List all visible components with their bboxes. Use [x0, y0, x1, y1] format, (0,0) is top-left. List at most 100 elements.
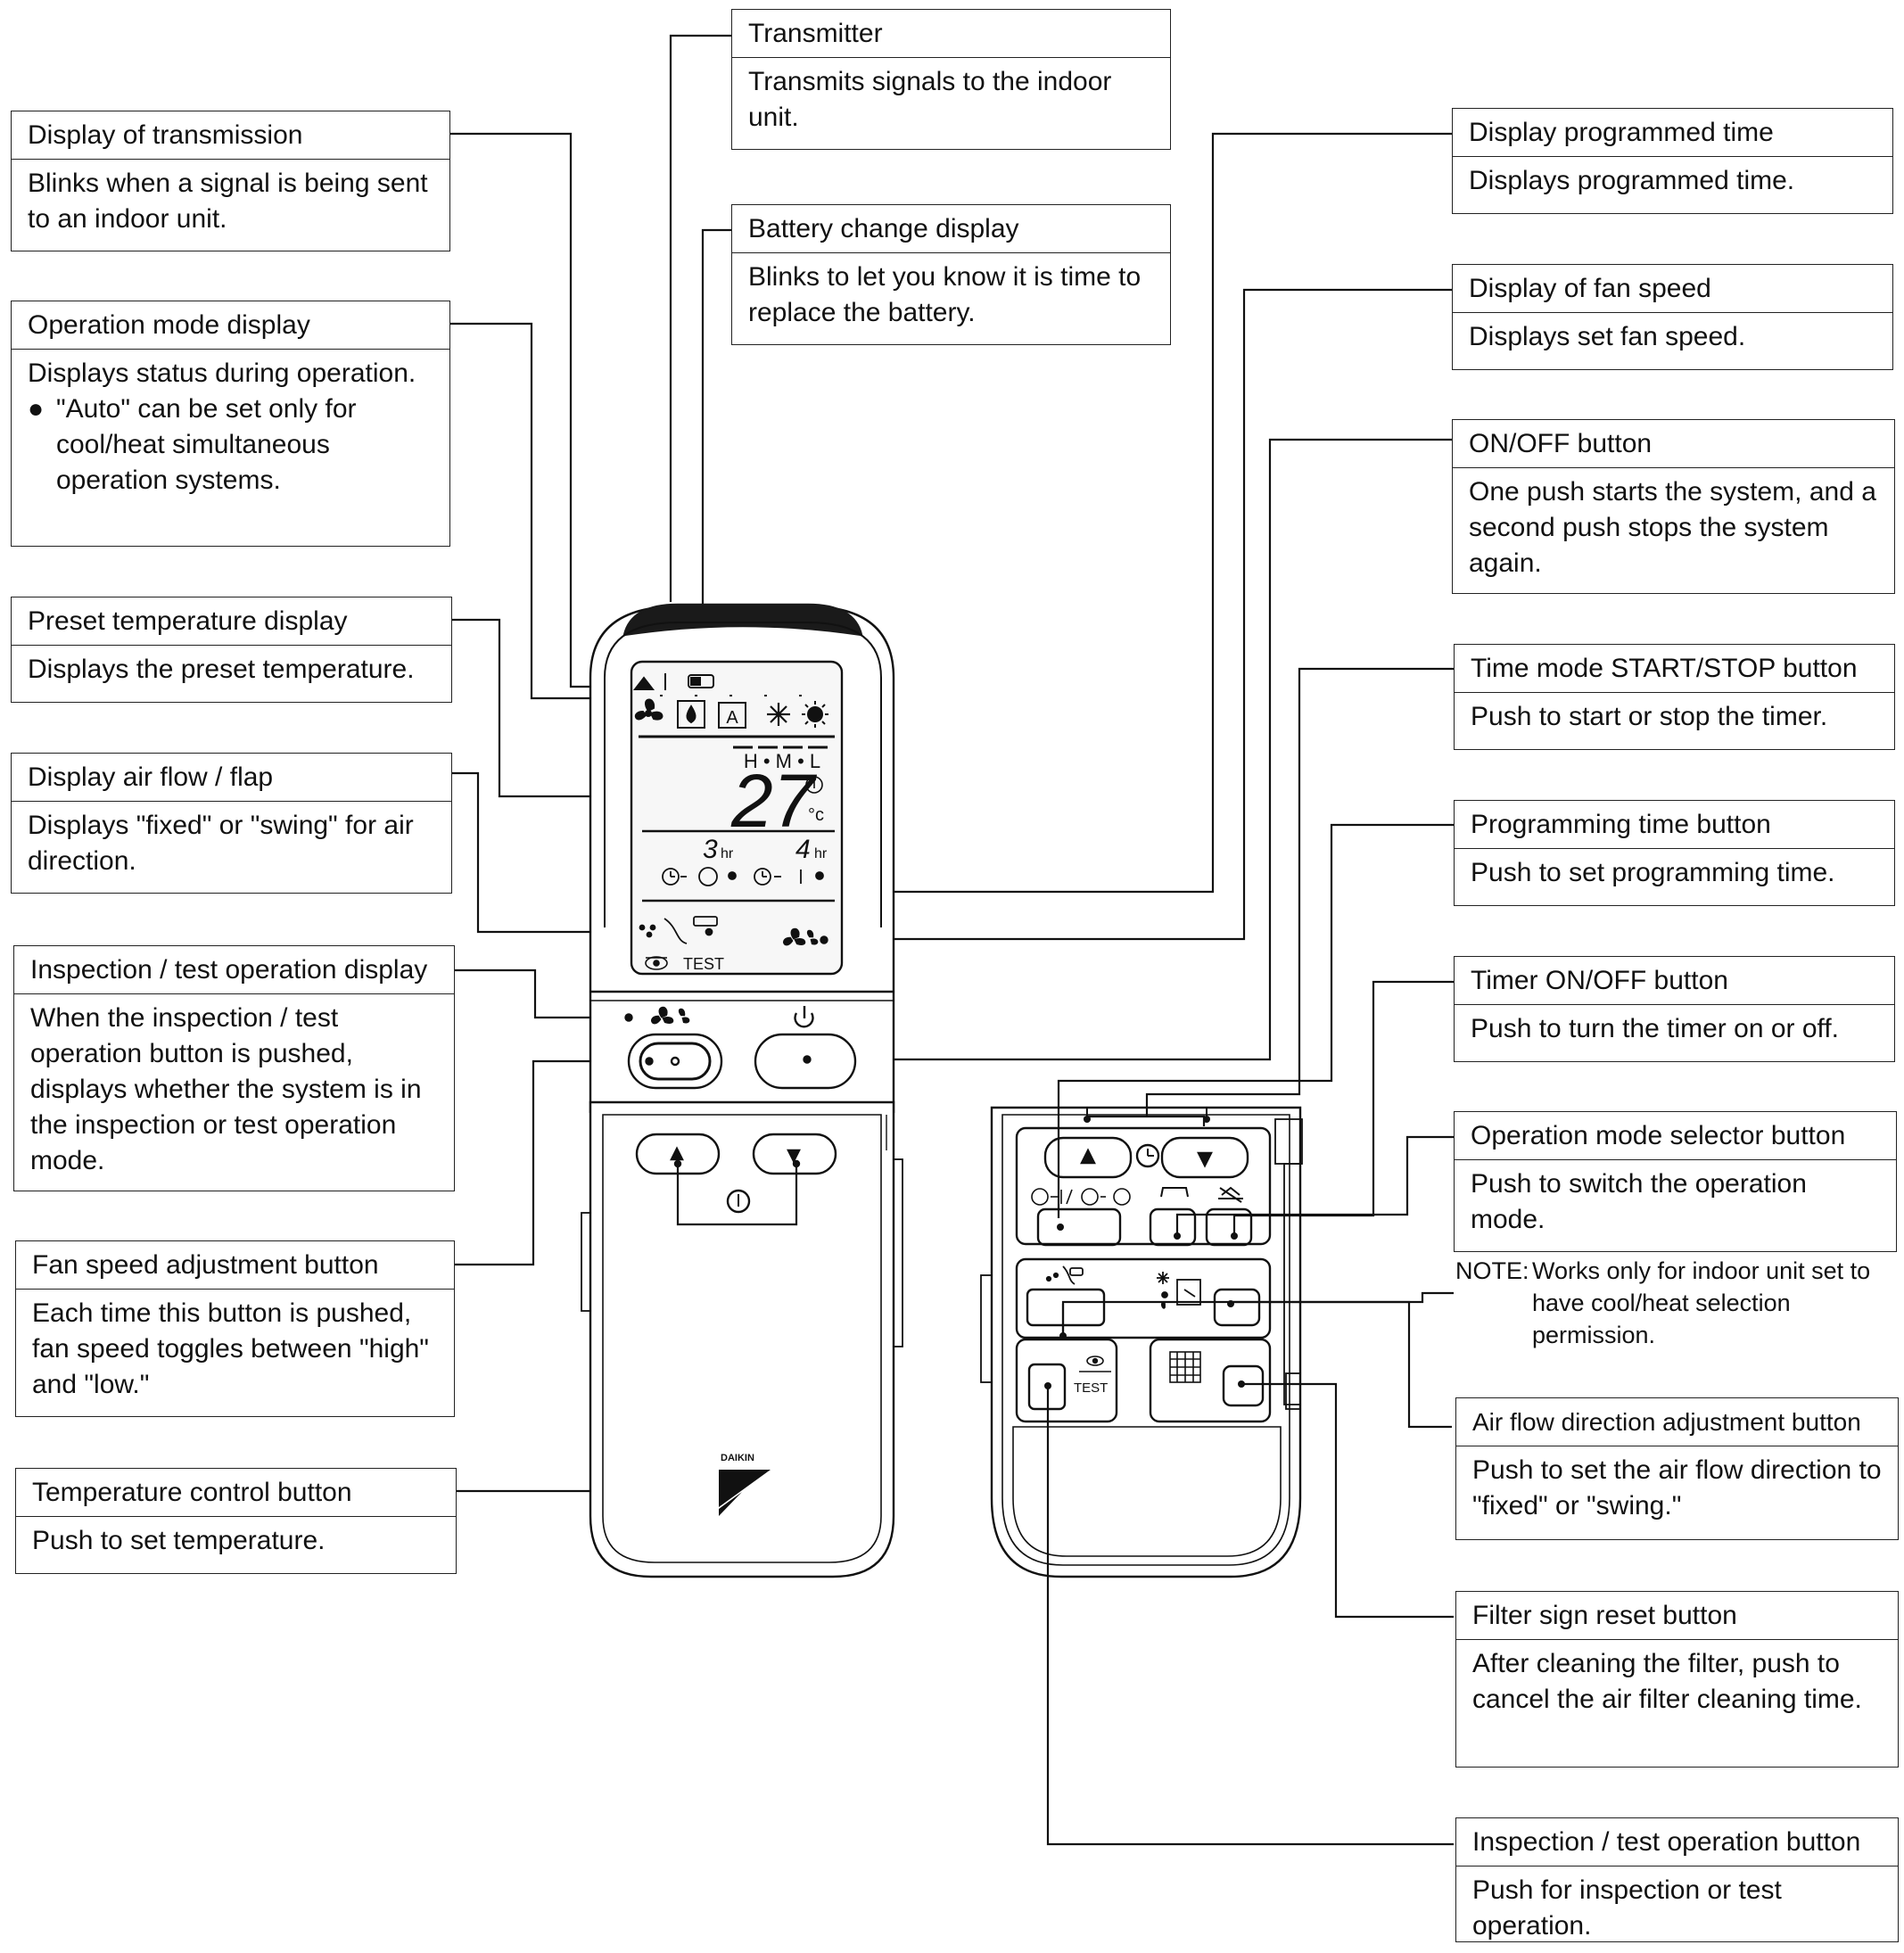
callout-description: After cleaning the filter, push to cance…: [1472, 1649, 1862, 1714]
fan-speed-button: [627, 1033, 723, 1090]
callout-description: Displays programmed time.: [1469, 166, 1795, 195]
callout-temperature-button: Temperature control button Push to set t…: [15, 1468, 457, 1574]
programming-button-b: [1205, 1207, 1253, 1247]
note-text: Works only for indoor unit set to have c…: [1532, 1257, 1871, 1348]
callout-description: Push to switch the operation mode.: [1471, 1169, 1807, 1234]
lcd-timer-right: 4: [795, 835, 811, 864]
note: NOTE: Works only for indoor unit set to …: [1455, 1255, 1900, 1351]
callout-onoff-button: ON/OFF button One push starts the system…: [1452, 419, 1895, 594]
mode-selector-icon: [1157, 1272, 1201, 1309]
callout-description: Displays status during operation.: [28, 358, 416, 388]
lcd-temp-unit: °c: [808, 805, 824, 825]
callout-air-flow-button: Air flow direction adjustment button Pus…: [1455, 1397, 1899, 1540]
test-eye-icon: [1086, 1356, 1104, 1366]
callout-description: Blinks to let you know it is time to rep…: [748, 262, 1142, 327]
lcd-temperature: 27: [730, 759, 818, 843]
callout-title: Display of fan speed: [1453, 265, 1892, 313]
callout-title: Air flow direction adjustment button: [1456, 1398, 1898, 1446]
callout-description: Displays the preset temperature.: [28, 655, 415, 684]
callout-transmitter: Transmitter Transmits signals to the ind…: [731, 9, 1171, 150]
remote-lid: [589, 1100, 895, 1578]
lcd-timer-unit-left: hr: [721, 846, 734, 861]
thermometer-icon: [726, 1189, 751, 1214]
callout-air-flow-flap: Display air flow / flap Displays "fixed"…: [11, 753, 452, 894]
callout-title: Preset temperature display: [12, 597, 451, 646]
airflow-icon: [1045, 1265, 1084, 1285]
onoff-button: [754, 1033, 857, 1090]
filter-grid-icon: [1169, 1351, 1201, 1383]
callout-description: Push for inspection or test operation.: [1472, 1875, 1782, 1941]
lcd-fan-icon: [783, 927, 828, 946]
air-flow-button: [1026, 1288, 1106, 1327]
filter-cancel-icon: [1218, 1186, 1243, 1203]
heat-mode-icon: [802, 701, 828, 728]
test-key-label: TEST: [1074, 1380, 1108, 1396]
remote-transmitter: [622, 603, 863, 637]
lcd-inspection-eye-icon: [645, 956, 668, 970]
lcd-mode-icons: A: [634, 698, 828, 729]
fan-mode-icon: [634, 698, 664, 721]
time-up-button: [1043, 1136, 1133, 1179]
callout-programming-time-button: Programming time button Push to set prog…: [1454, 800, 1895, 906]
lcd-timer-icons: [662, 867, 824, 886]
callout-title: Fan speed adjustment button: [16, 1241, 454, 1290]
callout-title: ON/OFF button: [1453, 420, 1894, 468]
callout-description: When the inspection / test operation but…: [30, 1003, 422, 1175]
callout-description: Push to set programming time.: [1471, 858, 1835, 887]
callout-title: Transmitter: [732, 10, 1170, 58]
callout-description: One push starts the system, and a second…: [1469, 477, 1876, 578]
timer-onoff-button: [1036, 1207, 1122, 1247]
timer-onoff-icons: [1031, 1188, 1131, 1206]
callout-fan-speed-button: Fan speed adjustment button Each time th…: [15, 1240, 455, 1417]
callout-title: Programming time button: [1455, 801, 1894, 849]
callout-programmed-time: Display programmed time Displays program…: [1452, 108, 1893, 214]
clock-icon: [1135, 1143, 1160, 1168]
remote-left: A H • M • L 27 °c 3 hr 4 hr: [581, 603, 903, 1587]
callout-description: Push to start or stop the timer.: [1471, 702, 1828, 731]
callout-inspection-button: Inspection / test operation button Push …: [1455, 1817, 1899, 1942]
remote-right: TEST: [980, 1094, 1303, 1578]
callout-description: Each time this button is pushed, fan spe…: [32, 1298, 429, 1399]
callout-description: Displays "fixed" or "swing" for air dire…: [28, 811, 414, 876]
open-remote-outline: [990, 1106, 1302, 1578]
callout-title: Display programmed time: [1453, 109, 1892, 157]
time-down-button: [1160, 1136, 1249, 1179]
callout-timer-onoff-button: Timer ON/OFF button Push to turn the tim…: [1454, 956, 1895, 1062]
callout-preset-temperature: Preset temperature display Displays the …: [11, 597, 452, 703]
lcd-fan-speed-labels: H • M • L: [744, 750, 820, 772]
callout-title: Inspection / test operation button: [1456, 1818, 1898, 1866]
callout-title: Temperature control button: [16, 1469, 456, 1517]
programming-button-a: [1149, 1207, 1197, 1247]
temp-down-button: [752, 1133, 837, 1175]
callout-description: Push to set temperature.: [32, 1526, 326, 1555]
power-icon: [794, 1006, 814, 1028]
callout-time-mode-button: Time mode START/STOP button Push to star…: [1454, 644, 1895, 750]
callout-op-mode-selector: Operation mode selector button Push to s…: [1454, 1111, 1897, 1252]
operation-mode-selector-button: [1213, 1288, 1261, 1327]
callout-title: Timer ON/OFF button: [1455, 957, 1894, 1005]
callout-display-transmission: Display of transmission Blinks when a si…: [11, 111, 450, 251]
callout-bullet: "Auto" can be set only for cool/heat sim…: [56, 394, 357, 495]
callout-operation-mode-display: Operation mode display Displays status d…: [11, 301, 450, 547]
callout-description: Transmits signals to the indoor unit.: [748, 67, 1112, 132]
bullet-icon: ●: [28, 394, 45, 424]
thermo-icon: [805, 776, 823, 794]
lcd-panel: [630, 660, 844, 976]
callout-description: Displays set fan speed.: [1469, 322, 1746, 351]
filter-sign-reset-button: [1222, 1364, 1265, 1407]
daikin-logo: DAIKIN: [719, 1453, 771, 1516]
callout-description: Push to turn the timer on or off.: [1471, 1014, 1839, 1043]
callout-title: Filter sign reset button: [1456, 1592, 1898, 1640]
dry-mode-icon: [677, 700, 705, 729]
callout-description: Blinks when a signal is being sent to an…: [28, 169, 428, 234]
callout-title: Display of transmission: [12, 111, 449, 160]
callout-title: Operation mode display: [12, 301, 449, 350]
lcd-timer-unit-right: hr: [814, 846, 828, 861]
fan-speed-symbol: [651, 1006, 690, 1025]
lcd-airflow-icon: [639, 916, 718, 944]
callout-title: Time mode START/STOP button: [1455, 645, 1894, 693]
lcd-test: TEST: [683, 955, 724, 973]
callout-description: Push to set the air flow direction to "f…: [1472, 1455, 1882, 1520]
callout-battery-change: Battery change display Blinks to let you…: [731, 204, 1171, 345]
